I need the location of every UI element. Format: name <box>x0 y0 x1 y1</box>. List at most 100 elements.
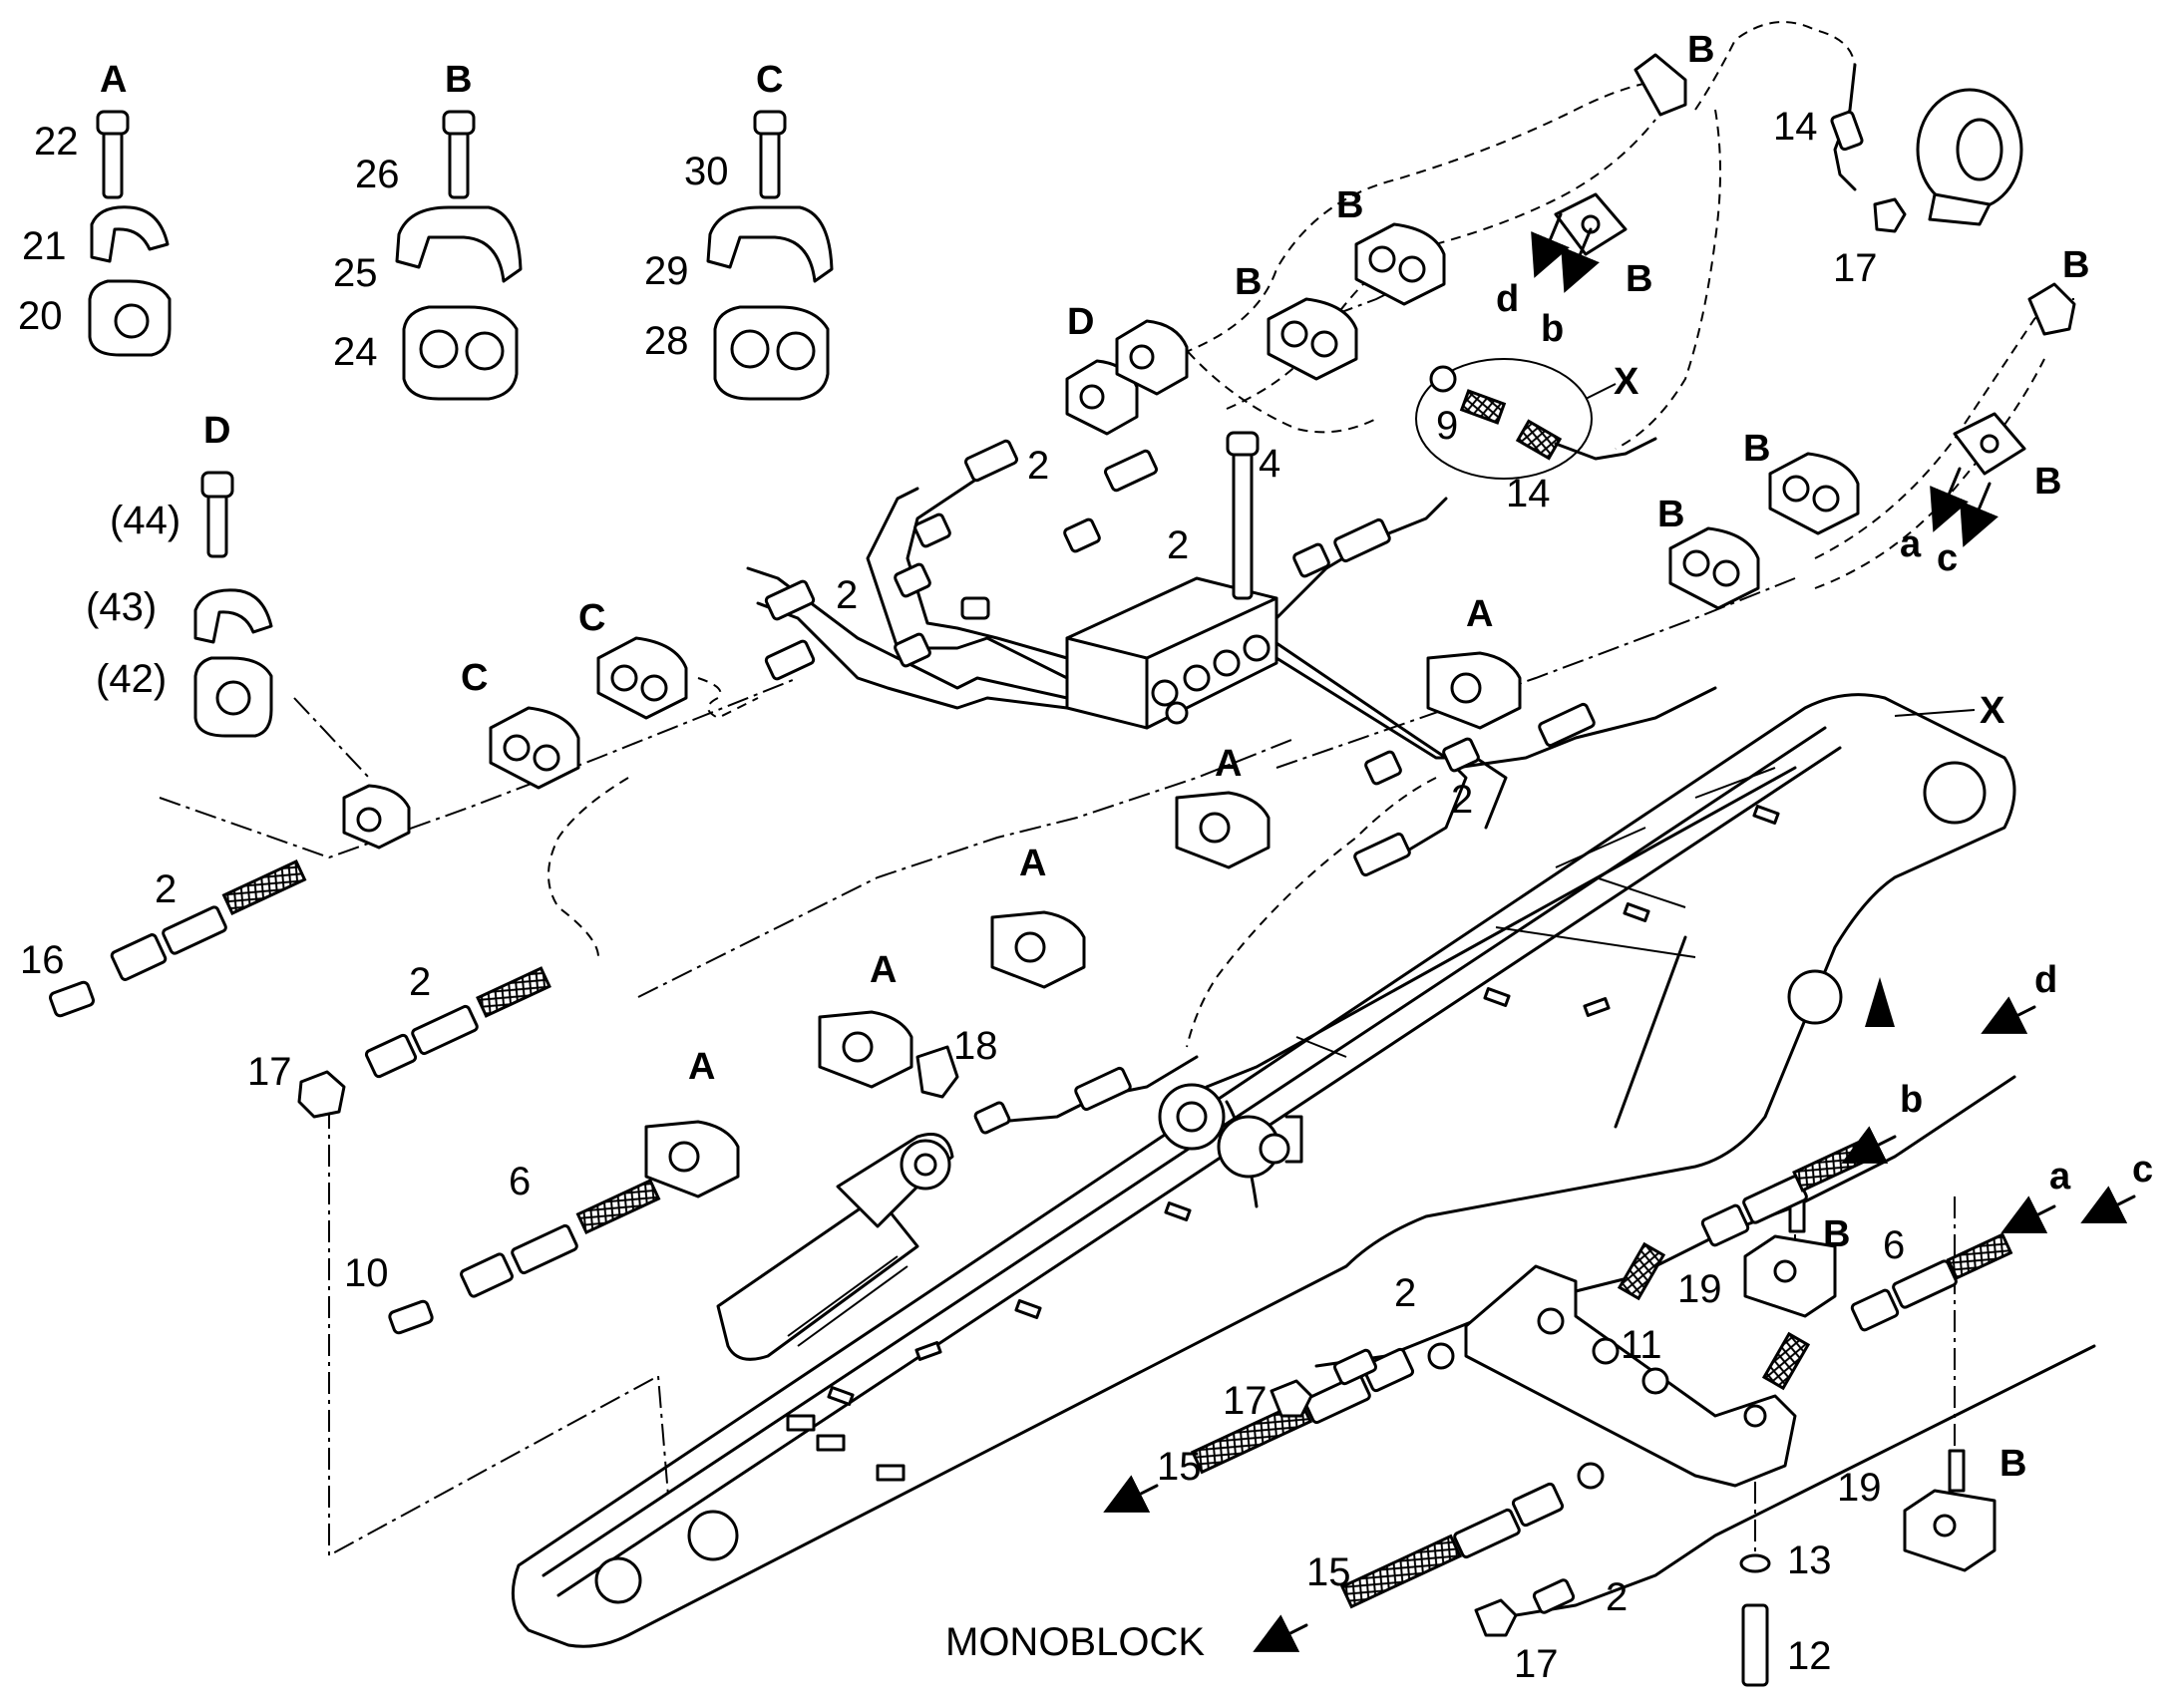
clamp-b-4-letter: B <box>1626 258 1652 300</box>
clamp-b-7-hole-2 <box>1812 485 1840 512</box>
clamp-kit-d: D (44) (43) (42) <box>86 410 273 738</box>
clamp-block-28-bore-left <box>730 329 770 369</box>
bearing-base <box>1928 192 1992 226</box>
route-c-down <box>547 777 629 958</box>
clamp-a-4-hole <box>1199 812 1231 844</box>
knuckle-left-pin <box>1176 1101 1208 1133</box>
clamp-b-3-body <box>1634 53 1687 117</box>
arrow-monoblock-2 <box>1253 1614 1308 1652</box>
boom-foot-hole <box>594 1556 642 1604</box>
part-21-label: 21 <box>22 224 67 268</box>
clamp-block-28-bore-right <box>776 331 816 371</box>
part-43-label: (43) <box>86 585 157 629</box>
clamp-b-10-stem <box>1948 1449 1966 1493</box>
arrow-right-c <box>2080 1186 2136 1223</box>
clamp-d-pair-1-hole <box>1079 384 1105 410</box>
nut-lower <box>1577 1462 1605 1490</box>
clamp-cap-43 <box>193 588 273 644</box>
clamp-block-20-bore <box>114 303 150 339</box>
valve-port-1 <box>1151 679 1179 707</box>
clamp-a-1: A <box>644 1046 740 1198</box>
pipe-fitting-15 <box>1538 702 1596 748</box>
label-12: 12 <box>1787 1634 1832 1678</box>
clamp-a-5-letter: A <box>1466 593 1493 635</box>
slot-4 <box>1583 997 1611 1017</box>
kit-b-letter: B <box>445 59 472 101</box>
clamp-b-1: B <box>1235 261 1358 381</box>
fitting-18-elbow <box>915 1045 959 1099</box>
pipe-fitting-8 <box>1103 449 1159 493</box>
hoses-and-fittings: X <box>49 63 2023 1687</box>
route-b-loop <box>1694 21 1856 111</box>
hose-6b-ferrule <box>1892 1259 1958 1309</box>
fitting-2-lower <box>1532 1578 1576 1614</box>
clamp-block-28 <box>713 305 830 401</box>
hose-15b-ferrule <box>1453 1508 1521 1559</box>
pipe-fitting-2 <box>764 639 816 681</box>
hose-b-nut <box>1700 1203 1750 1247</box>
elbow-17-left <box>297 1070 346 1119</box>
clamp-b-8-letter: B <box>1657 494 1684 535</box>
hose-14-line <box>1833 63 1857 191</box>
cylinder-tubes <box>787 1255 908 1347</box>
clamp-kit-c: C 30 29 28 <box>644 59 834 401</box>
arrow-top-d <box>1531 212 1570 278</box>
clamp-d-pair-letter: D <box>1067 301 1094 343</box>
label-11: 11 <box>1621 1323 1662 1367</box>
hose-2b-braid <box>476 966 551 1018</box>
clamp-c-2-letter: C <box>578 597 605 639</box>
hose-2a-braid <box>221 859 307 915</box>
clamp-d-hole <box>356 807 382 833</box>
boom-upper-inner <box>556 746 1842 1597</box>
valve-port-2 <box>1183 664 1211 692</box>
screw-44-head <box>200 471 234 499</box>
detail-x-letter: X <box>1614 361 1639 403</box>
align-17-leader <box>328 1107 669 1557</box>
label-2-valve-top: 2 <box>1167 523 1189 567</box>
hose-15b-nut <box>1511 1482 1565 1528</box>
pipe-fitting-7 <box>913 512 951 548</box>
label-2-boom-lower: 2 <box>1606 1575 1628 1619</box>
clamp-block-42-bore <box>215 680 251 716</box>
bracket-11-hole-3 <box>1641 1367 1669 1395</box>
kit-a-letter: A <box>100 59 127 101</box>
elbow-17-bottom <box>1474 1598 1518 1637</box>
align-a-right-row <box>1275 577 1796 769</box>
hose-15a-ferrule <box>1303 1373 1371 1425</box>
clamp-block-24-bore-right <box>465 331 505 371</box>
slot-10 <box>816 1434 846 1452</box>
arrow-top-b <box>1561 227 1600 293</box>
clamp-b-9-hole <box>1773 1259 1797 1283</box>
clamp-c-2: C <box>578 597 688 720</box>
clamp-b-5: B <box>2027 244 2089 336</box>
align-a-row <box>637 737 1297 998</box>
clamp-d-pair: D <box>1065 301 1189 436</box>
clamp-cap-25 <box>395 205 523 283</box>
slot-11 <box>876 1464 906 1482</box>
hose-2a-nut <box>110 933 168 981</box>
clamp-c-1-hole-2 <box>533 744 560 772</box>
clamp-a-5: A <box>1426 593 1522 730</box>
part-26-label: 26 <box>355 153 400 196</box>
clamp-a-1-letter: A <box>688 1046 715 1088</box>
arrow-right-c-label: c <box>2132 1149 2153 1191</box>
pipe-fitting-13 <box>1353 832 1411 877</box>
detail-x-ellipse <box>1415 358 1593 480</box>
label-17-bottom: 17 <box>1514 1642 1559 1686</box>
part-42-label: (42) <box>96 657 167 701</box>
knuckle-right-pin <box>1259 1133 1290 1165</box>
arrow-top-d-label: d <box>1496 278 1519 320</box>
route-b-upper <box>1166 79 1676 360</box>
clamp-b-6-letter: B <box>2034 461 2061 503</box>
label-16: 16 <box>20 938 65 982</box>
slot-3 <box>1483 987 1511 1007</box>
part-30-label: 30 <box>684 150 729 193</box>
clamp-block-24 <box>402 305 519 401</box>
slot-9 <box>786 1414 816 1432</box>
hose-6a-braid <box>575 1179 661 1234</box>
pipe-valve-left-lower <box>746 566 1069 710</box>
clamp-d-pair-2-hole <box>1129 344 1155 370</box>
bracket-11-hole-1 <box>1537 1307 1565 1335</box>
arrow-top-c-label: c <box>1937 537 1958 579</box>
label-14-detail: 14 <box>1506 472 1551 515</box>
